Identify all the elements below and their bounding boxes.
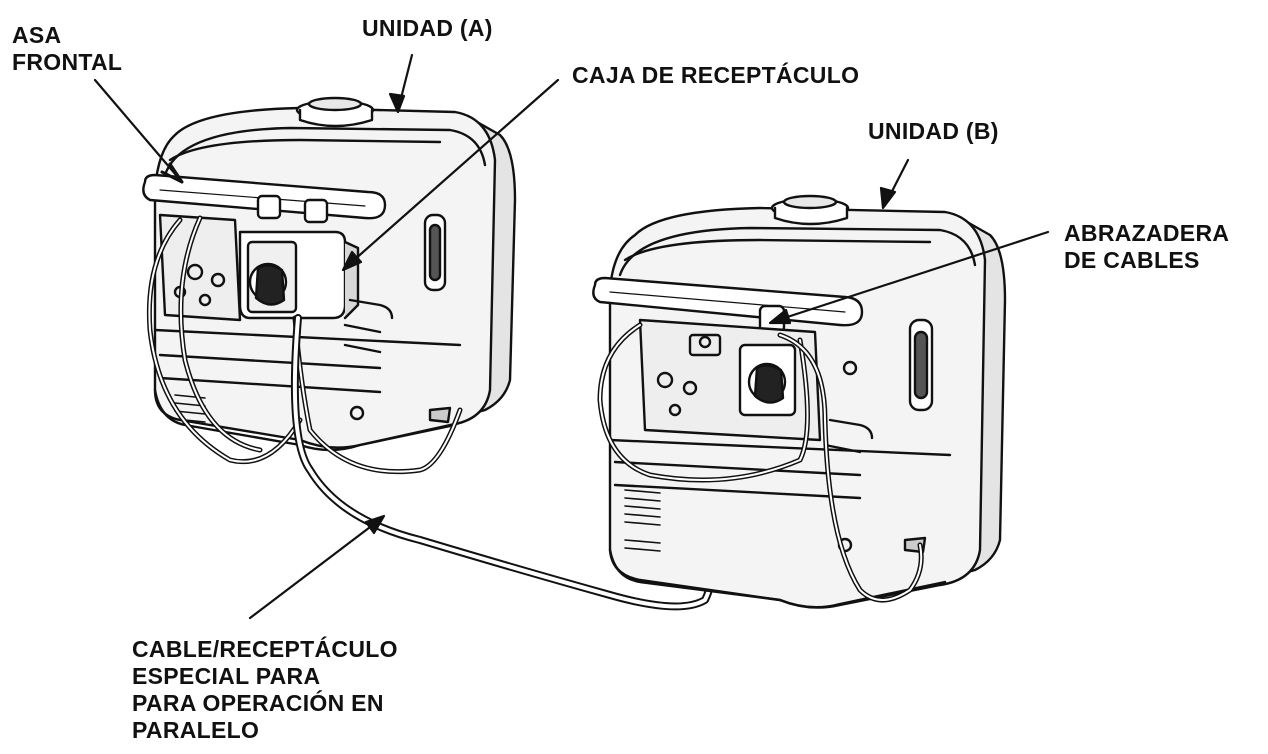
label-parallel-cable-line-3: PARA OPERACIÓN EN [132, 690, 384, 716]
label-parallel-cable-line-1: CABLE/RECEPTÁCULO [132, 636, 398, 662]
generator-unit-b [592, 194, 1007, 609]
label-parallel-cable-line-2: ESPECIAL PARA [132, 663, 321, 689]
label-front-handle: ASA FRONTAL [12, 22, 122, 76]
label-unit-b: UNIDAD (B) [868, 118, 999, 145]
label-receptacle-box-text: CAJA DE RECEPTÁCULO [572, 62, 860, 88]
label-front-handle-line-1: ASA [12, 22, 62, 48]
label-cable-clamp: ABRAZADERA DE CABLES [1064, 220, 1229, 274]
label-front-handle-line-2: FRONTAL [12, 49, 123, 75]
leader-receptacle-box [343, 78, 560, 270]
leader-cable-clamp [770, 230, 1050, 324]
leader-lines [93, 53, 1050, 620]
label-unit-a: UNIDAD (A) [362, 15, 493, 42]
label-cable-clamp-line-1: ABRAZADERA [1064, 220, 1230, 246]
label-parallel-cable: CABLE/RECEPTÁCULO ESPECIAL PARA PARA OPE… [132, 636, 398, 744]
generator-unit-a [142, 96, 517, 475]
label-cable-clamp-line-2: DE CABLES [1064, 247, 1200, 273]
label-unit-b-text: UNIDAD (B) [868, 118, 999, 144]
leader-parallel-cable [248, 516, 384, 620]
label-unit-a-text: UNIDAD (A) [362, 15, 493, 41]
label-parallel-cable-line-4: PARALELO [132, 717, 260, 743]
label-receptacle-box: CAJA DE RECEPTÁCULO [572, 62, 859, 89]
leader-front-handle [93, 78, 184, 184]
